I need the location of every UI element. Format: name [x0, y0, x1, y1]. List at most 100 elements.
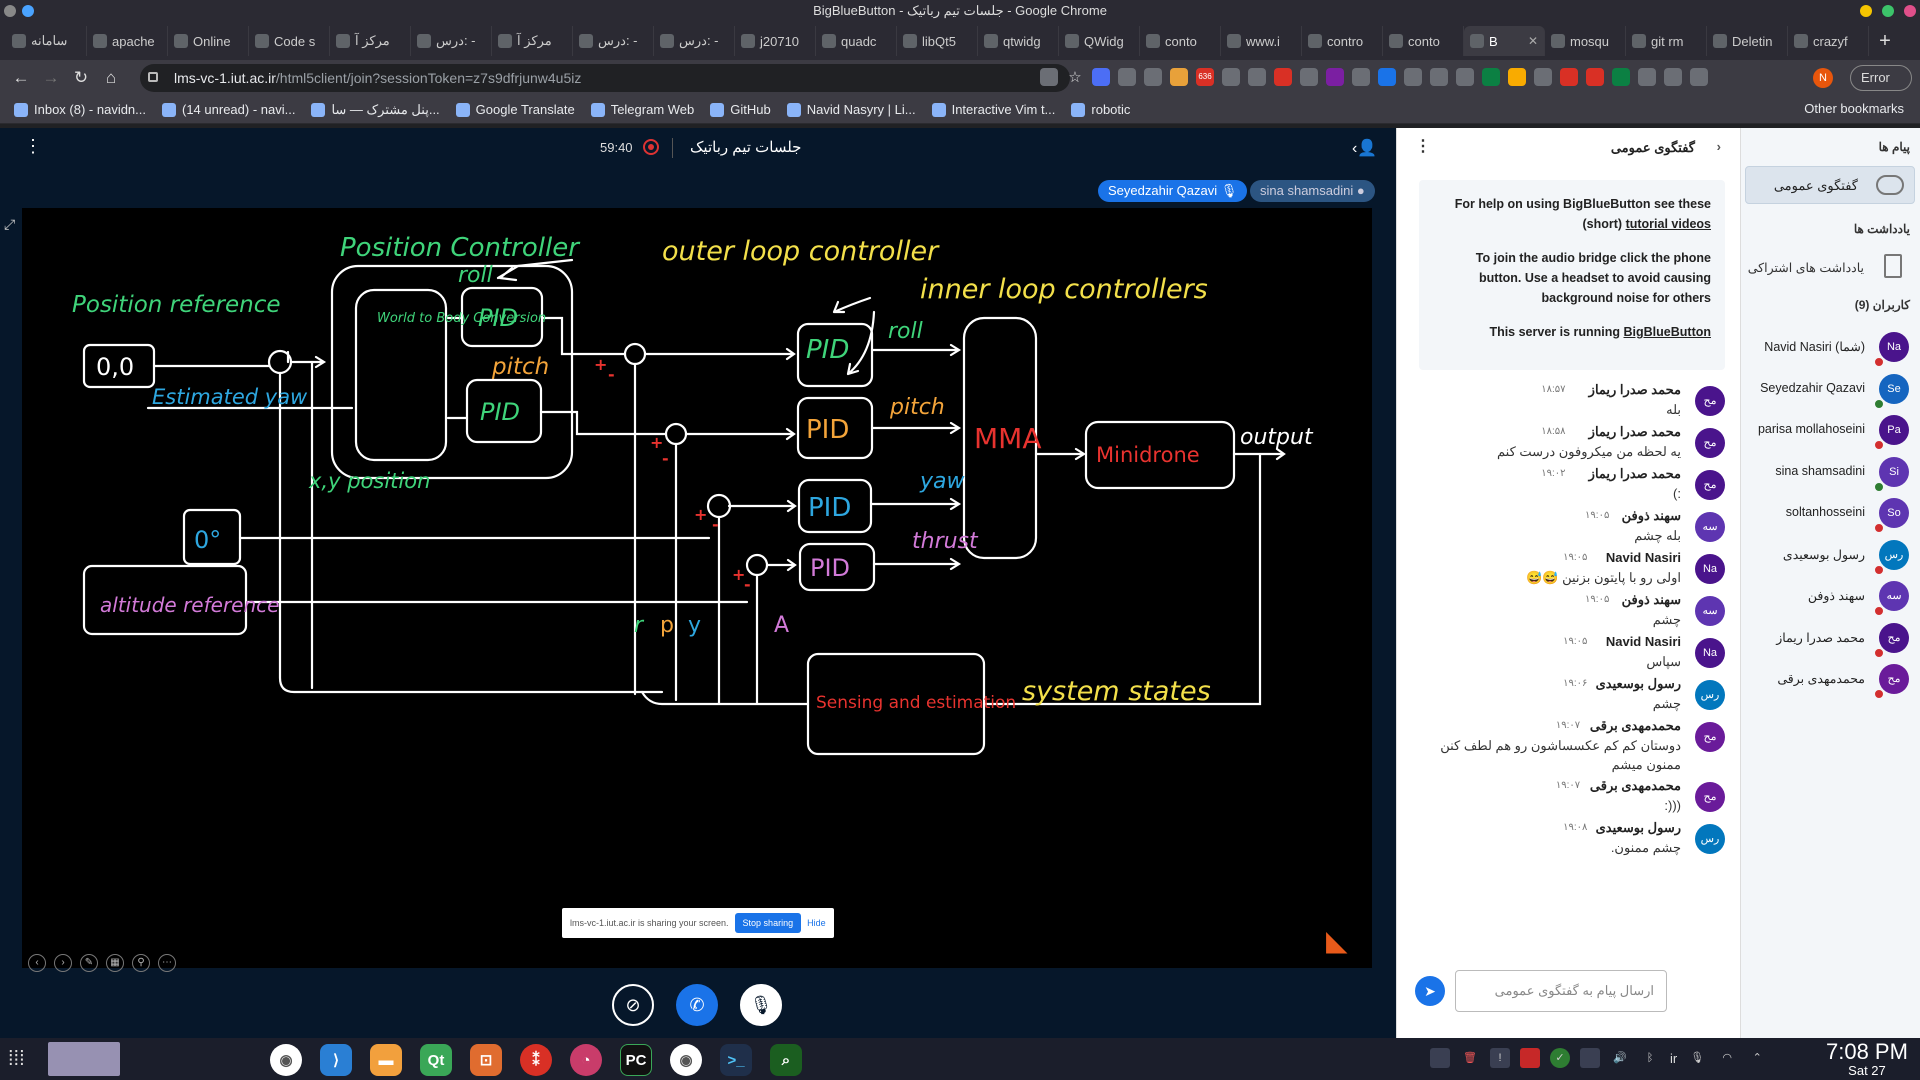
public-chat-item[interactable]: گفتگوی عمومی [1745, 166, 1915, 204]
fullscreen-icon[interactable]: ⤢ [4, 216, 16, 232]
extension-icon[interactable] [1092, 68, 1110, 86]
check-icon[interactable]: ✓ [1550, 1048, 1570, 1068]
home-button[interactable]: ⌂ [105, 68, 117, 87]
browser-tab[interactable]: j20710 [735, 26, 816, 56]
browser-tab[interactable]: contro [1302, 26, 1383, 56]
bookmark-item[interactable]: GitHub [710, 102, 771, 117]
browser-tab[interactable]: quadc [816, 26, 897, 56]
shield-icon[interactable] [1520, 1048, 1540, 1068]
browser-tab[interactable]: مرکز آ [492, 26, 573, 56]
avatar[interactable]: مح [1695, 428, 1725, 458]
browser-tab[interactable]: conto [1383, 26, 1464, 56]
app-icon[interactable]: ◔ [570, 1044, 602, 1076]
extension-icon[interactable] [1118, 68, 1136, 86]
extension-icon[interactable] [1508, 68, 1526, 86]
clipboard-icon[interactable] [1580, 1048, 1600, 1068]
bookmark-item[interactable]: Interactive Vim t... [931, 102, 1055, 117]
bookmark-item[interactable]: Inbox (8) - navidn... [14, 102, 146, 117]
talker-indicator[interactable]: Seyedzahir Qazavi 🎙 [1098, 180, 1248, 202]
avatar[interactable]: Na [1695, 554, 1725, 584]
browser-tab[interactable]: git rm [1626, 26, 1707, 56]
avatar[interactable]: سه [1695, 512, 1725, 542]
stop-sharing-button[interactable]: Stop sharing [734, 913, 802, 933]
alert-icon[interactable]: ! [1490, 1048, 1510, 1068]
extension-icon[interactable] [1300, 68, 1318, 86]
avatar[interactable]: مح [1695, 722, 1725, 752]
bookmark-item[interactable]: Telegram Web [590, 102, 694, 117]
pycharm-icon[interactable]: PC [620, 1044, 652, 1076]
bbb-link[interactable]: BigBlueButton [1623, 325, 1711, 339]
browser-tab[interactable]: mosqu [1545, 26, 1626, 56]
browser-tab[interactable]: libQt5 [897, 26, 978, 56]
minimize-button[interactable] [1860, 5, 1872, 17]
browser-tab[interactable]: مرکز آ [330, 26, 411, 56]
new-tab-button[interactable]: + [1879, 29, 1891, 52]
zoom-icon[interactable]: ⚲ [132, 954, 150, 972]
badge-extension-icon[interactable]: 636 [1196, 68, 1214, 86]
browser-tab[interactable]: qtwidg [978, 26, 1059, 56]
extension-icon[interactable] [1612, 68, 1630, 86]
avatar[interactable]: مح [1695, 782, 1725, 812]
reload-button[interactable]: ↻ [73, 68, 89, 87]
bookmark-item[interactable]: Google Translate [455, 102, 575, 117]
chrome-icon[interactable]: ◉ [670, 1044, 702, 1076]
browser-tab[interactable]: conto [1140, 26, 1221, 56]
back-button[interactable]: ← [12, 68, 30, 87]
previous-slide-icon[interactable]: ‹ [28, 954, 46, 972]
send-icon[interactable]: ➤ [1415, 976, 1445, 1006]
camera-icon[interactable] [1040, 68, 1058, 86]
avatar[interactable]: سه [1695, 596, 1725, 626]
lock-icon[interactable] [148, 72, 158, 82]
avatar[interactable]: رس [1695, 680, 1725, 710]
workspace-pager[interactable] [48, 1042, 120, 1076]
extension-icon[interactable] [1222, 68, 1240, 86]
volume-icon[interactable]: 🔊 [1613, 1052, 1627, 1064]
extension-icon[interactable] [1248, 68, 1266, 86]
chevron-right-icon[interactable]: › [1716, 139, 1721, 154]
star-icon[interactable]: ☆ [1068, 69, 1082, 86]
bookmark-item[interactable]: (14 unread) - navi... [162, 102, 295, 117]
avatar[interactable]: رس [1695, 824, 1725, 854]
extension-icon[interactable] [1404, 68, 1422, 86]
talker-indicator[interactable]: sina shamsadini ● [1250, 180, 1375, 202]
puzzle-icon[interactable] [1690, 68, 1708, 86]
browser-tab[interactable]: سامانه [6, 26, 87, 56]
extension-icon[interactable] [1560, 68, 1578, 86]
shared-notes-item[interactable]: یادداشت های اشتراکی [1747, 261, 1864, 275]
browser-tab[interactable]: QWidg [1059, 26, 1140, 56]
extension-icon[interactable] [1326, 68, 1344, 86]
extension-icon[interactable] [1144, 68, 1162, 86]
extension-icon[interactable] [1430, 68, 1448, 86]
extension-icon[interactable] [1352, 68, 1370, 86]
extension-icon[interactable] [1378, 68, 1396, 86]
tray-icon[interactable] [1430, 1048, 1450, 1068]
avatar[interactable]: مح [1695, 470, 1725, 500]
chat-input[interactable]: ارسال پیام به گفتگوی عمومی [1455, 970, 1667, 1012]
camera-off-button[interactable]: ⊘ [612, 984, 654, 1026]
browser-tab[interactable]: Deletin [1707, 26, 1788, 56]
pencil-icon[interactable]: ✎ [80, 954, 98, 972]
options-menu-icon[interactable]: ⋮ [24, 136, 42, 156]
app-icon[interactable]: ⁑ [520, 1044, 552, 1076]
extension-icon[interactable] [1664, 68, 1682, 86]
avatar[interactable]: Na [1695, 638, 1725, 668]
keyboard-layout[interactable]: ir [1670, 1050, 1678, 1066]
window-menu-icon[interactable] [4, 5, 16, 17]
mic-icon[interactable]: 🎙 [1690, 1052, 1705, 1064]
clock[interactable]: 7:08 PM Sat 27 [1826, 1039, 1908, 1078]
error-button[interactable]: Error [1850, 65, 1912, 91]
extension-icon[interactable] [1170, 68, 1188, 86]
extension-icon[interactable] [1482, 68, 1500, 86]
address-bar[interactable]: lms-vc-1.iut.ac.ir/html5client/join?sess… [140, 64, 1070, 92]
hide-button[interactable]: Hide [807, 918, 826, 928]
recording-indicator-icon[interactable] [643, 139, 659, 155]
extension-icon[interactable] [1274, 68, 1292, 86]
mic-mute-button[interactable]: 🎙 [740, 984, 782, 1026]
terminal-icon[interactable]: >_ [720, 1044, 752, 1076]
more-icon[interactable]: ⋯ [158, 954, 176, 972]
